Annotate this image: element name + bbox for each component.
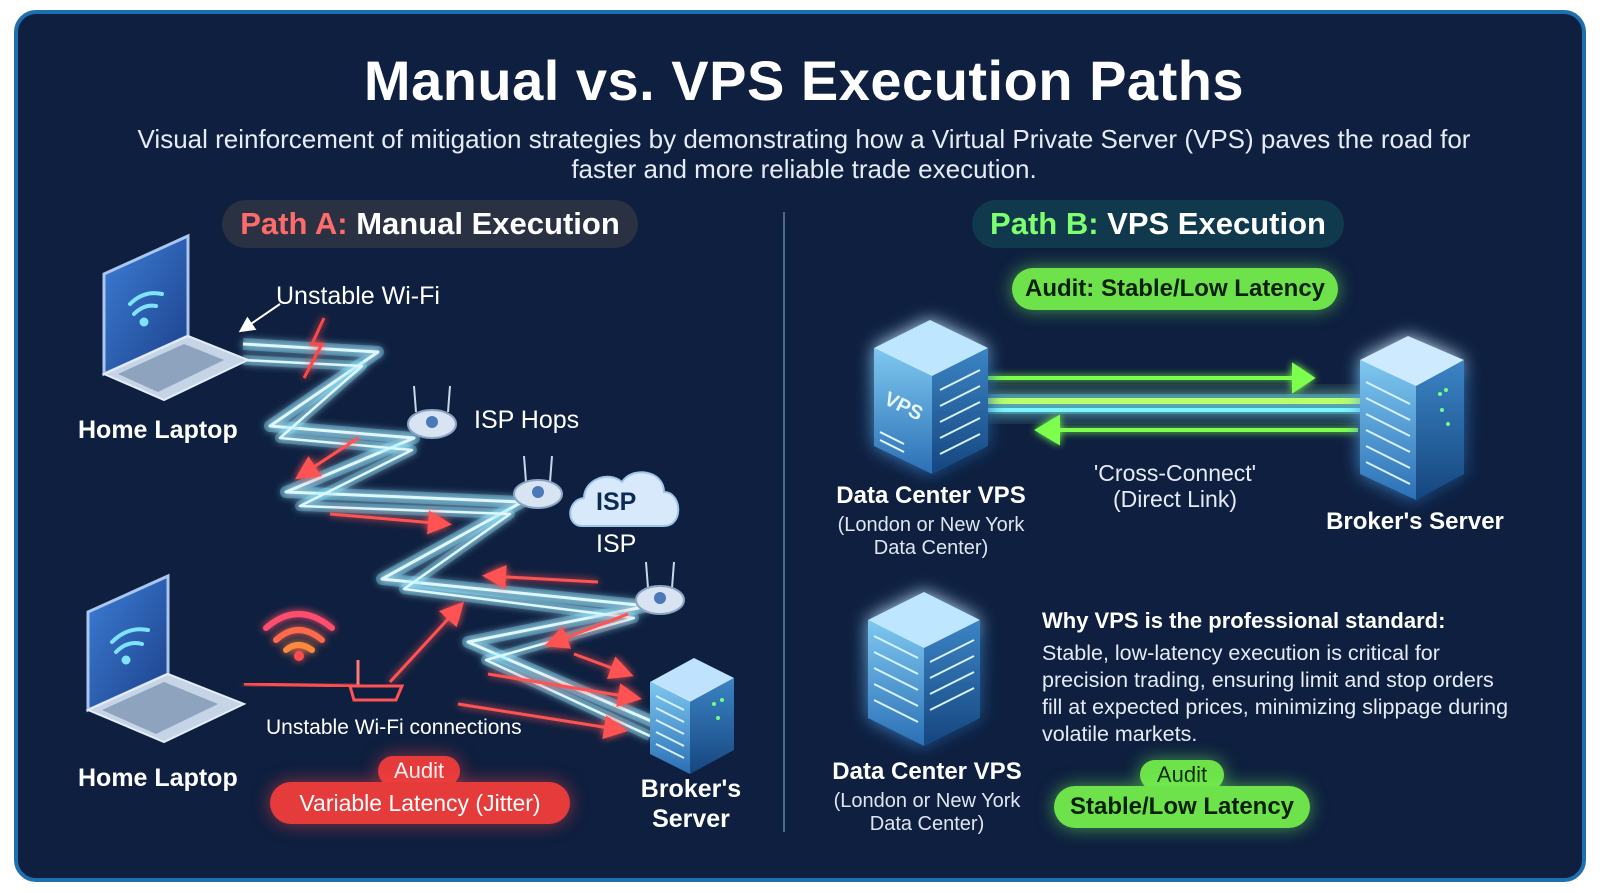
- cross-connect-label: 'Cross-Connect' (Direct Link): [1093, 460, 1257, 512]
- weak-wifi-icon: [263, 611, 335, 661]
- pointer-arrow: [238, 303, 281, 333]
- dc-vps-label-2: Data Center VPS: [832, 758, 1022, 785]
- path-b-label: VPS Execution: [1107, 206, 1326, 241]
- home-router-icon: [348, 660, 405, 702]
- audit-badge-top: Audit: Stable/Low Latency: [1012, 268, 1338, 310]
- broker-server-icon: [650, 658, 734, 774]
- direct-link-beam: [984, 394, 1364, 414]
- broker-server-details: [1365, 381, 1411, 485]
- connection-break-icon: [302, 317, 326, 379]
- page-subtitle: Visual reinforcement of mitigation strat…: [137, 124, 1471, 184]
- jitter-arrows: [294, 436, 642, 740]
- audit-badge-b: Audit: [1140, 760, 1224, 790]
- path-a-prefix: Path A:: [240, 206, 348, 241]
- why-vps-body: Stable, low-latency execution is critica…: [1042, 641, 1509, 746]
- isp-hops-label: ISP Hops: [474, 406, 580, 434]
- page-title: Manual vs. VPS Execution Paths: [363, 49, 1245, 112]
- unstable-connections-label: Unstable Wi-Fi connections: [266, 716, 522, 739]
- home-laptop-label-top: Home Laptop: [78, 416, 238, 444]
- router-icon: [513, 455, 563, 509]
- vps-server-details: [879, 369, 981, 455]
- home-laptop-label-bottom: Home Laptop: [78, 764, 238, 792]
- infographic-frame: Manual vs. VPS Execution Paths Visual re…: [14, 10, 1586, 882]
- isp-label: ISP: [596, 530, 637, 558]
- router-icon: [407, 385, 457, 439]
- broker-server-label-a: Broker's Server: [640, 775, 742, 833]
- router-icon: [635, 561, 685, 615]
- dc-vps-sub-1: (London or New York Data Center): [837, 514, 1025, 559]
- link-arrows: [988, 362, 1358, 446]
- why-vps-title: Why VPS is the professional standard:: [1042, 608, 1446, 633]
- unstable-wifi-label: Unstable Wi-Fi: [276, 282, 440, 310]
- vps-server-details: [873, 635, 975, 723]
- status-lights: [1438, 388, 1450, 426]
- broker-server-label-b: Broker's Server: [1326, 508, 1504, 535]
- stable-audit-result: Stable/Low Latency: [1054, 786, 1310, 828]
- laptop-icon: [85, 573, 247, 744]
- isp-cloud-text: ISP: [596, 488, 637, 516]
- laptop-icon: [101, 233, 251, 402]
- diagram-graphics: VPS: [85, 212, 1464, 832]
- vps-server-icon: [868, 592, 980, 746]
- audit-badge-a: Audit: [378, 756, 460, 786]
- cloud-icon: [569, 471, 680, 527]
- unstable-link: [243, 682, 359, 688]
- jitter-audit-result: Variable Latency (Jitter): [270, 782, 570, 824]
- dc-vps-sub-2: (London or New York Data Center): [833, 790, 1021, 835]
- path-a-header: Path A: Manual Execution: [222, 200, 638, 248]
- path-b-header: Path B: VPS Execution: [972, 200, 1344, 248]
- dc-vps-label-1: Data Center VPS: [836, 482, 1026, 509]
- path-b-prefix: Path B:: [990, 206, 1099, 241]
- path-a-label: Manual Execution: [356, 206, 620, 241]
